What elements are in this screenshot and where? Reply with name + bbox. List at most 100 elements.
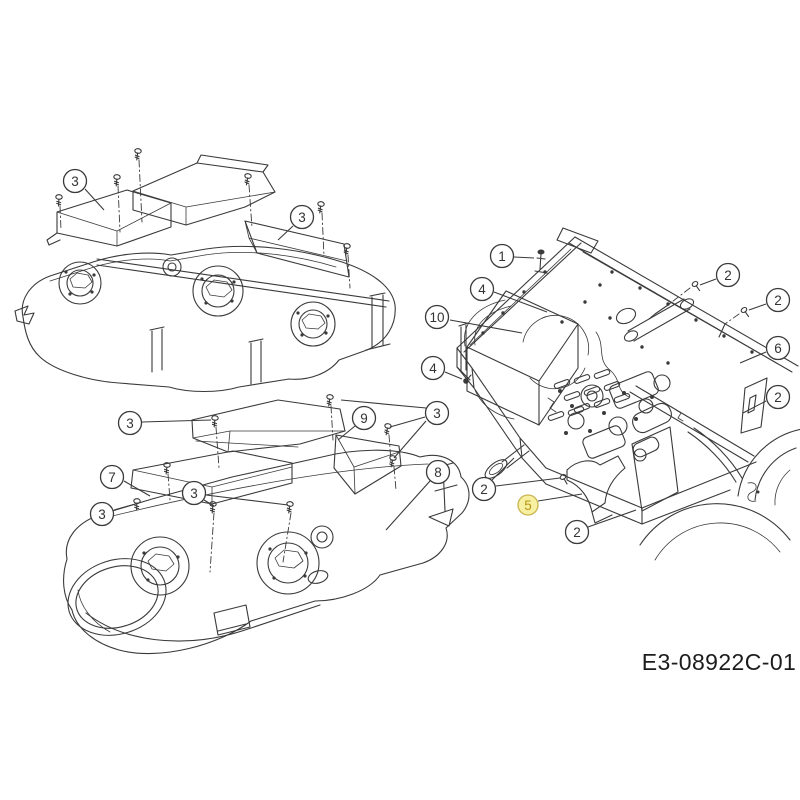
callout-circle[interactable] [765, 335, 791, 361]
callout-3[interactable]: 3 [62, 168, 105, 211]
lower-deck-cover-right [333, 434, 402, 495]
callout-circle[interactable] [715, 262, 741, 288]
upper-deck-baffle-middle [132, 154, 276, 226]
callout-3[interactable]: 3 [181, 480, 289, 507]
callout-leader-line [444, 371, 463, 380]
callout-5-highlighted[interactable]: 5 [517, 493, 583, 516]
callout-leader-line [537, 493, 583, 502]
callout-circle[interactable] [351, 405, 377, 431]
callout-circle[interactable] [765, 287, 791, 313]
frame-drawing [456, 227, 800, 561]
callout-number: 10 [429, 310, 444, 325]
discharge-chute-opening [67, 558, 167, 636]
callout-circle[interactable] [62, 168, 88, 194]
callout-number: 4 [429, 361, 437, 376]
callout-2[interactable]: 2 [471, 457, 561, 502]
callout-2[interactable]: 2 [742, 384, 791, 414]
callout-number: 1 [498, 249, 506, 264]
callout-1[interactable]: 1 [489, 243, 535, 269]
callout-leader-line [84, 188, 105, 211]
callout-number: 9 [360, 411, 368, 426]
frame-bolts [463, 249, 752, 486]
callout-number: 3 [190, 486, 198, 501]
callout-10[interactable]: 10 [424, 304, 523, 334]
callout-circle[interactable] [471, 476, 497, 502]
callout-3[interactable]: 3 [277, 204, 315, 241]
callout-number: 2 [480, 482, 488, 497]
callout-number: 2 [724, 268, 732, 283]
callout-circle[interactable] [424, 304, 450, 330]
callout-leader-line [277, 225, 294, 241]
line-art-layer [14, 147, 800, 655]
callout-leader-line [203, 499, 215, 507]
callout-number: 3 [126, 416, 134, 431]
callout-circle[interactable] [765, 384, 791, 410]
callout-leader-line [513, 256, 535, 259]
callout-leader-line [123, 480, 151, 497]
gear-cluster [484, 371, 684, 479]
callout-circle[interactable] [489, 243, 515, 269]
callout-2[interactable]: 2 [748, 287, 791, 313]
callout-circle[interactable] [517, 494, 539, 516]
frame-panel [464, 290, 579, 426]
callout-3[interactable]: 3 [89, 501, 140, 527]
callout-circle[interactable] [469, 276, 495, 302]
callout-leader-line [587, 509, 637, 528]
callout-8[interactable]: 8 [385, 459, 451, 531]
callout-leader-line [495, 477, 561, 487]
callout-4[interactable]: 4 [469, 276, 548, 313]
callout-circle[interactable] [117, 410, 143, 436]
callout-circle[interactable] [564, 519, 590, 545]
bracket-item-5 [566, 426, 679, 524]
callout-leader-line [340, 399, 427, 409]
part-number: E3-08922C-01 [641, 649, 797, 675]
callout-leader-line [449, 319, 523, 334]
callout-number: 3 [298, 210, 306, 225]
callout-circle[interactable] [89, 501, 115, 527]
callout-circle[interactable] [289, 204, 315, 230]
callout-leader-line [699, 278, 717, 286]
callout-circle[interactable] [99, 464, 125, 490]
callout-circle[interactable] [425, 459, 451, 485]
drive-shaft [615, 298, 695, 342]
callout-3[interactable]: 3 [117, 410, 212, 436]
callout-circle[interactable] [181, 480, 207, 506]
callout-leader-line [491, 457, 515, 481]
callout-leader-line [748, 303, 767, 311]
callout-2[interactable]: 2 [564, 509, 637, 545]
callout-leader-line [389, 416, 426, 428]
upper-deck-shell [21, 245, 396, 392]
callout-number: 6 [774, 341, 782, 356]
callout-leader-line [141, 419, 212, 423]
lower-deck-screws [132, 393, 398, 573]
callout-leader-line [337, 425, 356, 441]
vent-slots [547, 369, 631, 421]
callout-leader-line [739, 351, 767, 364]
callout-circle[interactable] [420, 355, 446, 381]
rear-wheels [639, 427, 800, 561]
callout-9[interactable]: 9 [337, 405, 377, 441]
callout-leader-line [113, 502, 140, 511]
frame-holes [481, 270, 754, 365]
callout-number: 3 [71, 174, 79, 189]
callout-7[interactable]: 7 [99, 464, 151, 497]
callout-4[interactable]: 4 [420, 355, 463, 381]
lower-deck-drawing [63, 393, 470, 655]
callout-leader-line [393, 420, 427, 459]
callout-number: 3 [98, 507, 106, 522]
callout-number: 8 [434, 465, 442, 480]
callout-3[interactable]: 3 [340, 399, 450, 459]
upper-deck-screws [54, 147, 352, 289]
upper-deck-baffle-right [244, 220, 350, 278]
callout-number: 5 [524, 498, 532, 513]
lower-deck-cover-top [191, 399, 346, 453]
callout-2[interactable]: 2 [699, 262, 741, 288]
callout-6[interactable]: 6 [739, 335, 791, 364]
callout-leader-line [385, 480, 431, 531]
upper-deck-drawing [14, 147, 396, 392]
callout-number: 4 [478, 282, 486, 297]
callout-circle[interactable] [424, 400, 450, 426]
